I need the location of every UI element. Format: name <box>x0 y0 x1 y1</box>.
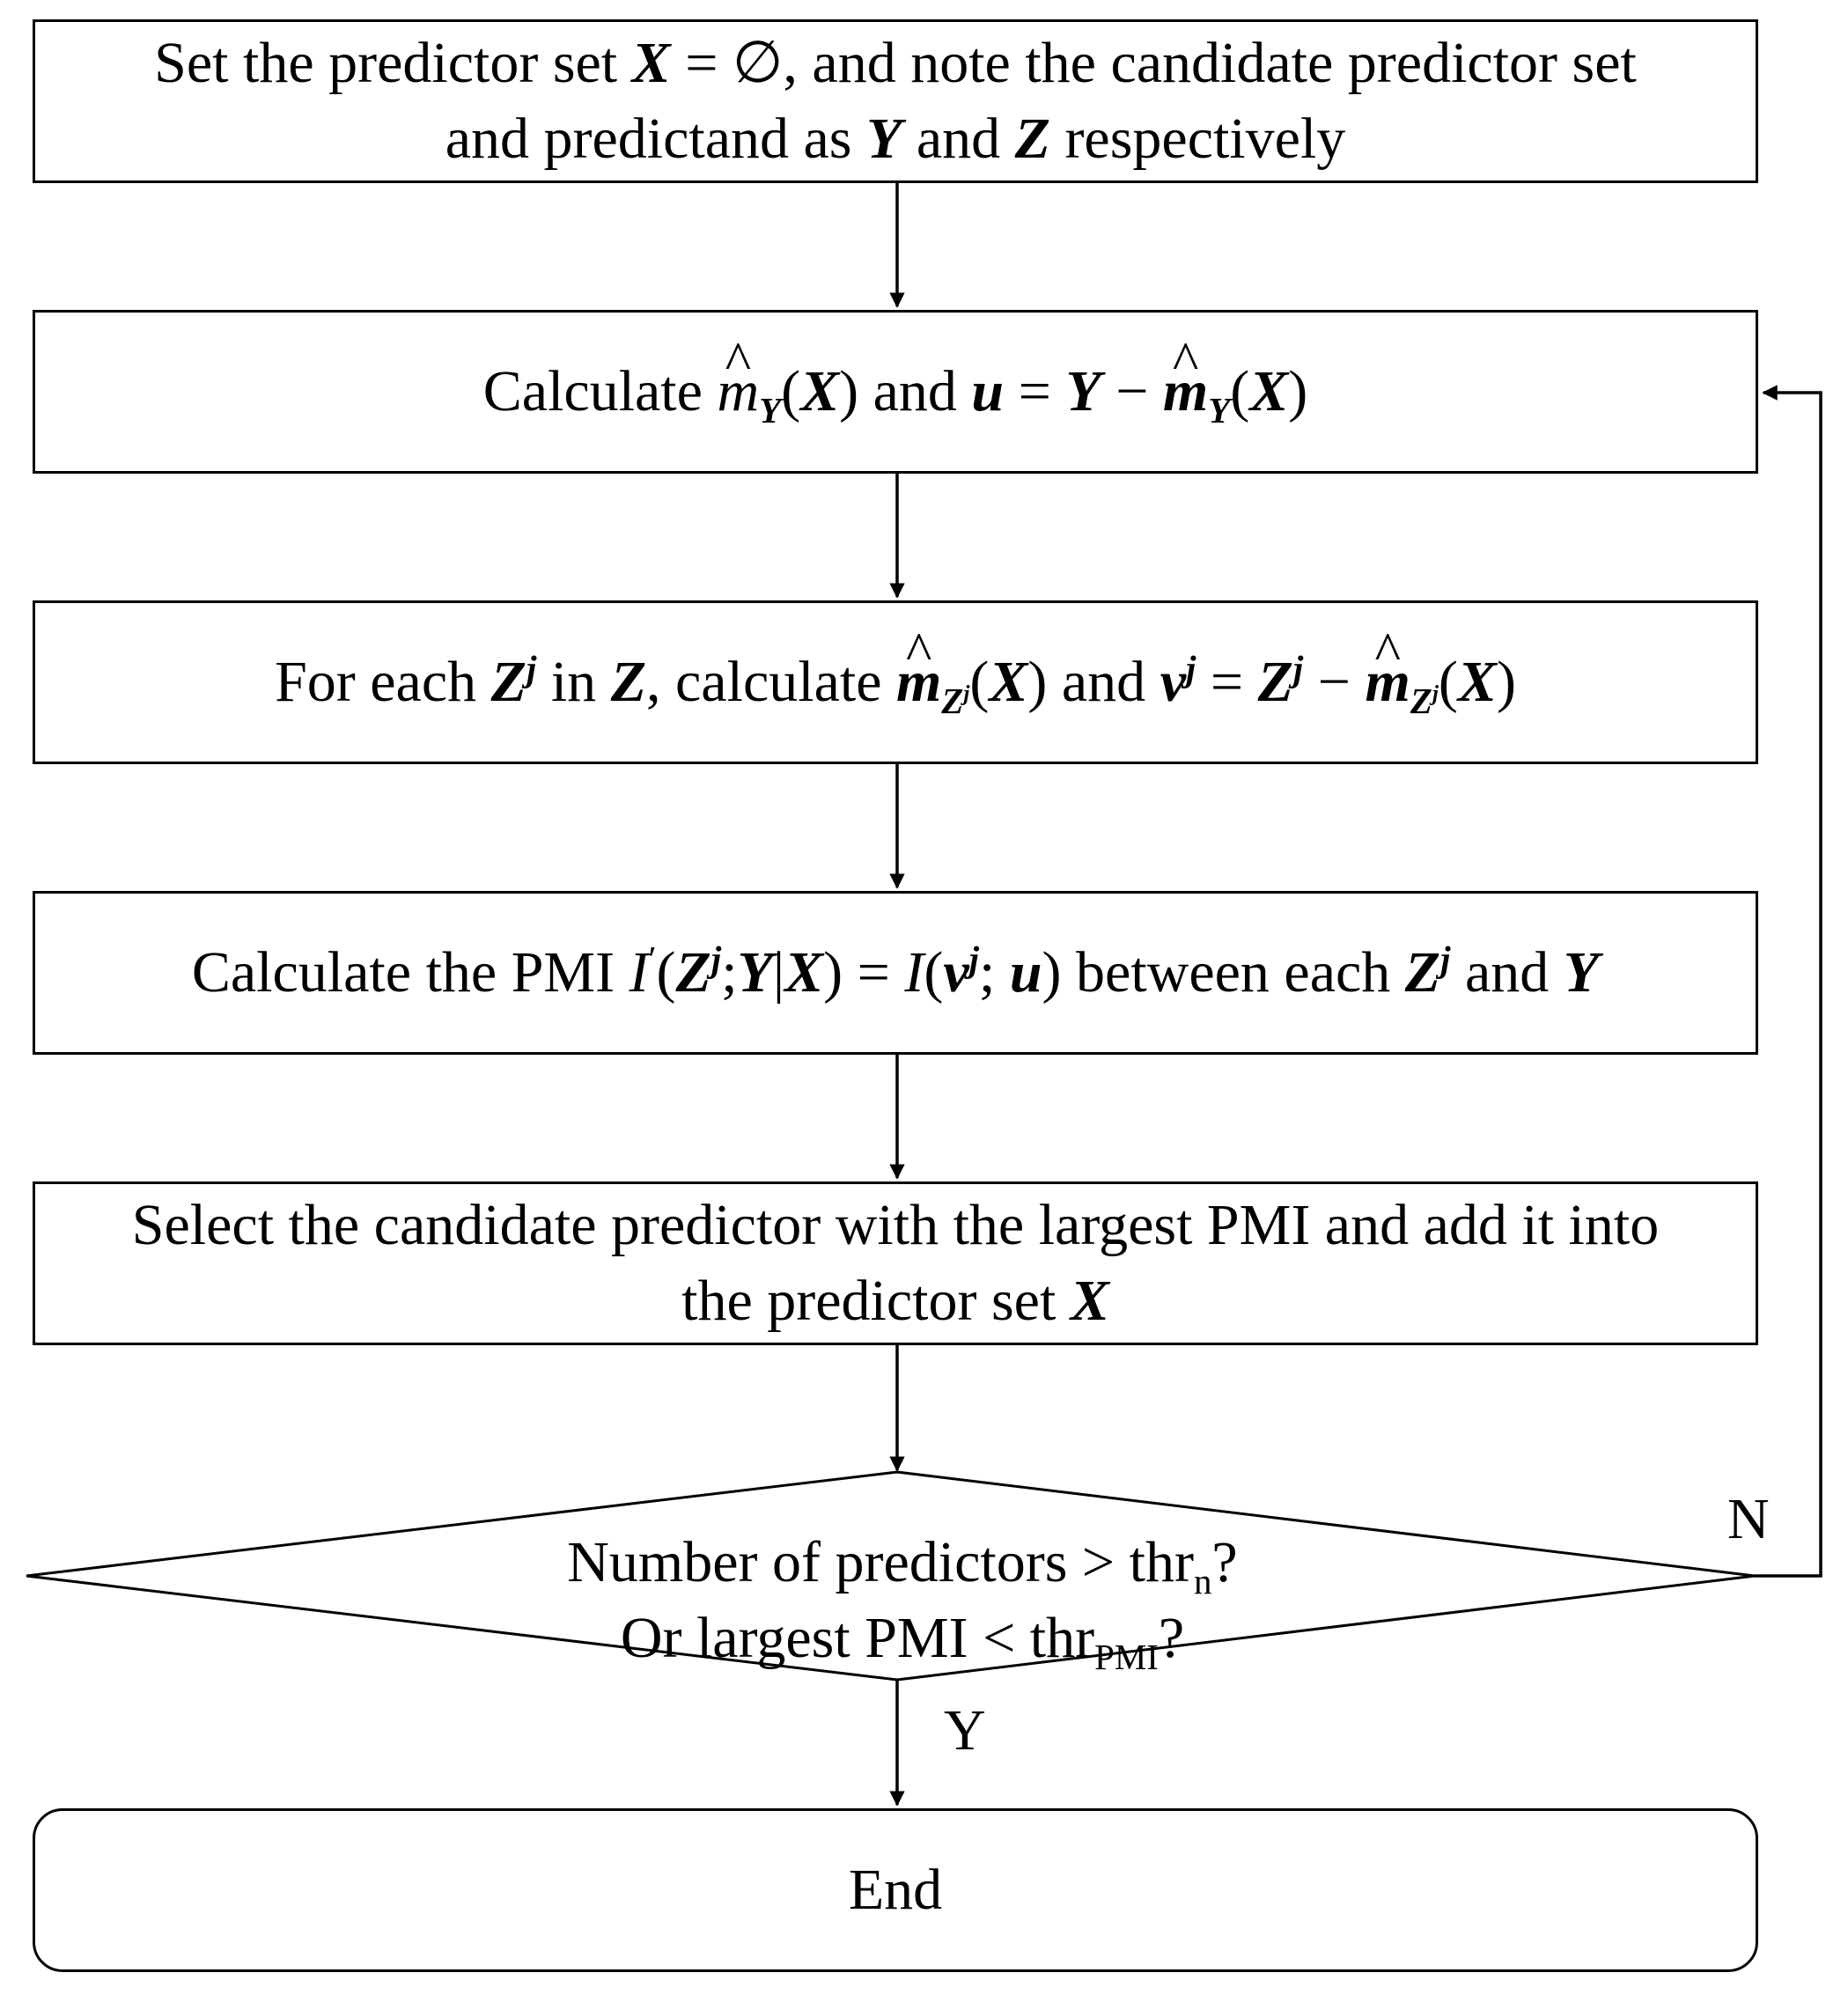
math-subscript: Y <box>759 391 782 431</box>
math-symbol: X <box>1249 359 1289 424</box>
text: = <box>843 940 905 1005</box>
text: = <box>1004 359 1066 424</box>
end-box: End <box>33 1808 1758 1972</box>
text: , calculate <box>646 650 896 715</box>
math-superscript: j <box>1185 649 1196 689</box>
math-symbol: m <box>717 326 759 430</box>
decision-line-2: Or largest PMI < thrPMI? <box>621 1601 1184 1676</box>
math-subscript: Z <box>1410 681 1432 722</box>
math-superscript: j <box>1432 681 1439 706</box>
end-label: End <box>848 1858 943 1923</box>
math-superscript: j <box>968 939 979 980</box>
math-symbol: I <box>629 940 649 1005</box>
step-residual-z-line-1: For each Zj in Z, calculate mZj(X) and v… <box>275 616 1516 722</box>
math-symbol: Z <box>1257 650 1293 715</box>
math-symbol: Z <box>1404 940 1441 1005</box>
math-superscript: j <box>1292 649 1304 689</box>
math-symbol: v <box>943 940 969 1005</box>
math-symbol: m <box>1163 326 1209 430</box>
text: Calculate the PMI <box>191 940 629 1005</box>
text: = ∅, and note the candidate predictor se… <box>670 31 1637 96</box>
text: ? <box>1211 1530 1238 1595</box>
math-symbol: Y <box>737 940 773 1005</box>
math-symbol: X <box>784 940 824 1005</box>
math-symbol: I <box>904 940 924 1005</box>
step-residual-y-box: Calculate mY(X) and u = Y − mY(X) <box>33 310 1758 474</box>
decision-yes-label: Y <box>944 1698 986 1763</box>
math-symbol: Z <box>1014 107 1050 171</box>
decision-text: Number of predictors > thrn? Or largest … <box>440 1513 1365 1689</box>
text: Or largest PMI < thr <box>620 1606 1095 1670</box>
math-subscript: Y <box>1208 391 1231 431</box>
math-symbol: Z <box>675 940 711 1005</box>
text: the predictor set <box>681 1269 1071 1333</box>
math-symbol: Y <box>1563 940 1600 1005</box>
step-init-box: Set the predictor set X = ∅, and note th… <box>33 19 1758 183</box>
math-symbol: m <box>896 616 942 720</box>
step-select-line-1: Select the candidate predictor with the … <box>131 1193 1660 1258</box>
math-symbol: Y <box>866 107 902 171</box>
math-prime: ′ <box>648 939 657 980</box>
math-symbol: v <box>1160 650 1186 715</box>
text: between each <box>1061 940 1405 1005</box>
text: Set the predictor set <box>154 31 632 96</box>
math-symbol: X <box>631 31 671 96</box>
step-residual-z-box: For each Zj in Z, calculate mZj(X) and v… <box>33 600 1758 764</box>
text: Calculate <box>482 359 718 424</box>
math-symbol: X <box>1070 1269 1109 1333</box>
math-symbol: Z <box>610 650 647 715</box>
math-symbol: X <box>800 359 840 424</box>
math-superscript: j <box>1440 939 1451 980</box>
step-pmi-line-1: Calculate the PMI I′(Zj;Y|X) = I(vj; u) … <box>191 939 1600 1005</box>
text: ? <box>1158 1606 1185 1670</box>
decision-line-1: Number of predictors > thrn? <box>567 1525 1237 1601</box>
math-symbol: m <box>1366 616 1411 720</box>
math-symbol: Z <box>490 650 526 715</box>
decision-no-label: N <box>1727 1487 1770 1551</box>
step-select-line-2: the predictor set X <box>681 1263 1109 1339</box>
threshold-subscript: n <box>1193 1562 1212 1602</box>
math-symbol: Y <box>1065 359 1101 424</box>
text: − <box>1303 650 1366 715</box>
text: = <box>1196 650 1258 715</box>
math-symbol: X <box>1457 650 1497 715</box>
text: − <box>1101 359 1163 424</box>
text: and <box>1047 650 1160 715</box>
math-symbol: X <box>989 650 1028 715</box>
math-superscript: j <box>963 681 970 706</box>
text: For each <box>275 650 491 715</box>
threshold-subscript: PMI <box>1094 1638 1159 1678</box>
step-select-box: Select the candidate predictor with the … <box>33 1181 1758 1345</box>
text: Number of predictors > thr <box>567 1530 1194 1595</box>
math-subscript: Z <box>941 681 964 722</box>
math-symbol: u <box>1009 940 1042 1005</box>
text: and <box>1450 940 1564 1005</box>
text: and <box>858 359 972 424</box>
loop-back-arrow <box>1755 385 1822 1578</box>
step-pmi-box: Calculate the PMI I′(Zj;Y|X) = I(vj; u) … <box>33 891 1758 1055</box>
text: in <box>536 650 611 715</box>
math-superscript: j <box>526 649 537 689</box>
text: and predictand as <box>445 107 866 171</box>
math-superscript: j <box>710 939 722 980</box>
math-symbol: u <box>971 359 1005 424</box>
text: respectively <box>1049 107 1346 171</box>
step-residual-y-line-1: Calculate mY(X) and u = Y − mY(X) <box>482 326 1308 431</box>
step-init-line-2: and predictand as Y and Z respectively <box>445 101 1346 177</box>
text: and <box>902 107 1015 171</box>
step-init-line-1: Set the predictor set X = ∅, and note th… <box>154 26 1637 101</box>
